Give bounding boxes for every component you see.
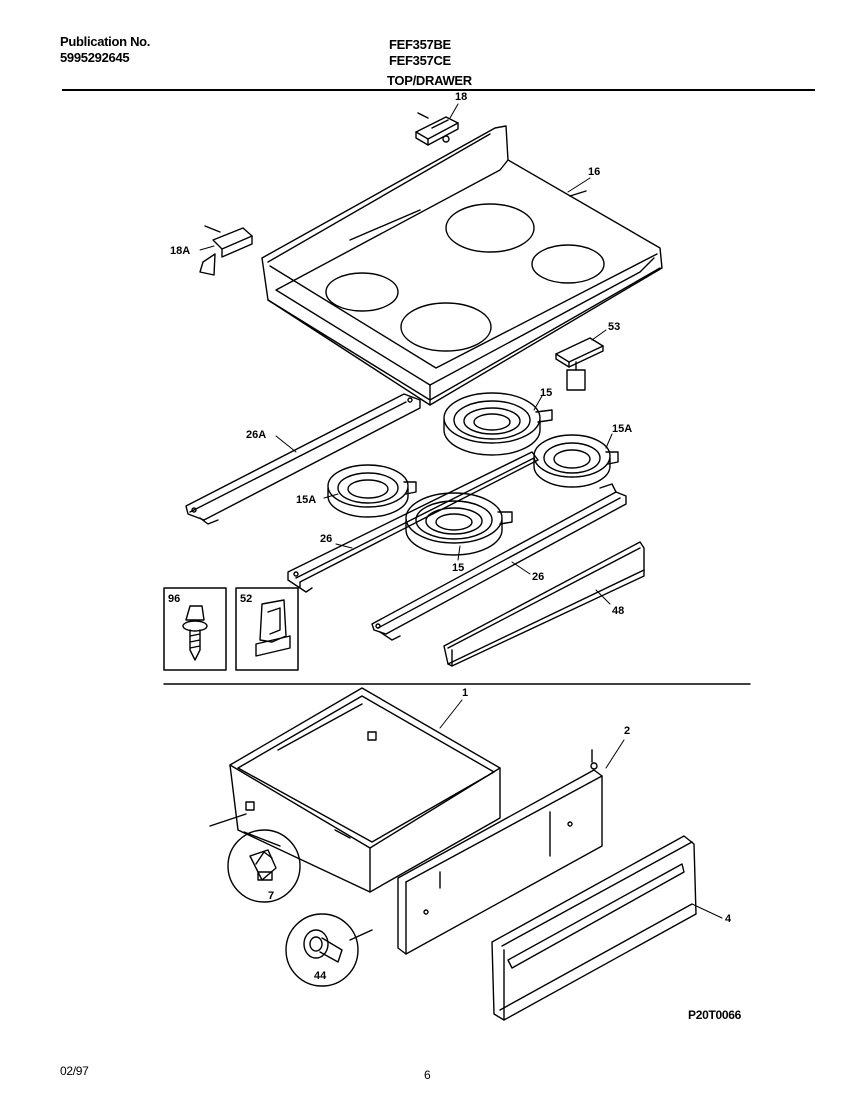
diagram-code: P20T0066 bbox=[688, 1008, 741, 1022]
callout-rear-bracket: 26A bbox=[246, 429, 266, 441]
callout-inset-clip: 52 bbox=[240, 593, 252, 605]
callout-element-right-small: 15A bbox=[612, 423, 632, 435]
drawer-body bbox=[229, 687, 501, 893]
front-bracket bbox=[287, 451, 539, 593]
inset-box-clip bbox=[235, 587, 299, 671]
callout-center-bracket: 26 bbox=[532, 571, 544, 583]
drawer-front-panel bbox=[397, 749, 603, 955]
model-number-2: FEF357CE bbox=[389, 53, 451, 68]
callout-terminal-block: 53 bbox=[608, 321, 620, 333]
center-bracket bbox=[371, 483, 627, 641]
callout-element-front-large: 15 bbox=[452, 562, 464, 574]
callout-drawer-handle-panel: 4 bbox=[725, 913, 732, 925]
surface-element-rear-large bbox=[443, 392, 553, 456]
callout-inset-screw: 96 bbox=[168, 593, 180, 605]
header-rule bbox=[62, 89, 815, 91]
callout-top-clip-left: 18A bbox=[170, 245, 190, 257]
model-number-1: FEF357BE bbox=[389, 37, 451, 52]
footer-date: 02/97 bbox=[60, 1064, 89, 1078]
drawer-roller-detail bbox=[285, 913, 373, 987]
trim-channel bbox=[443, 541, 645, 667]
section-title: TOP/DRAWER bbox=[387, 73, 472, 88]
callout-front-bracket: 26 bbox=[320, 533, 332, 545]
page-number: 6 bbox=[424, 1068, 431, 1082]
callout-drawer-glide: 7 bbox=[268, 890, 274, 902]
surface-element-left-small bbox=[327, 464, 417, 518]
cooktop bbox=[261, 125, 663, 406]
top-clip-left bbox=[199, 225, 253, 276]
terminal-block bbox=[555, 337, 604, 391]
inset-box-screw bbox=[163, 587, 227, 671]
drawer-glide-detail bbox=[209, 813, 301, 903]
surface-element-front-large bbox=[405, 492, 513, 556]
surface-element-right-small bbox=[533, 434, 619, 488]
callout-drawer-front-panel: 2 bbox=[624, 725, 630, 737]
callout-cooktop: 16 bbox=[588, 166, 600, 178]
callout-drawer-body: 1 bbox=[462, 687, 468, 699]
publication-number: 5995292645 bbox=[60, 50, 130, 65]
publication-label: Publication No. bbox=[60, 34, 151, 49]
callout-drawer-roller: 44 bbox=[314, 970, 327, 982]
callout-leaders bbox=[199, 103, 723, 919]
callout-trim-channel: 48 bbox=[612, 605, 624, 617]
callout-top-clip-right: 18 bbox=[455, 91, 467, 103]
rear-bracket bbox=[185, 393, 421, 525]
drawer-handle-panel bbox=[491, 835, 697, 1021]
callout-element-rear-large: 15 bbox=[540, 387, 552, 399]
top-clip-right bbox=[415, 112, 459, 146]
callout-element-left-small: 15A bbox=[296, 494, 316, 506]
